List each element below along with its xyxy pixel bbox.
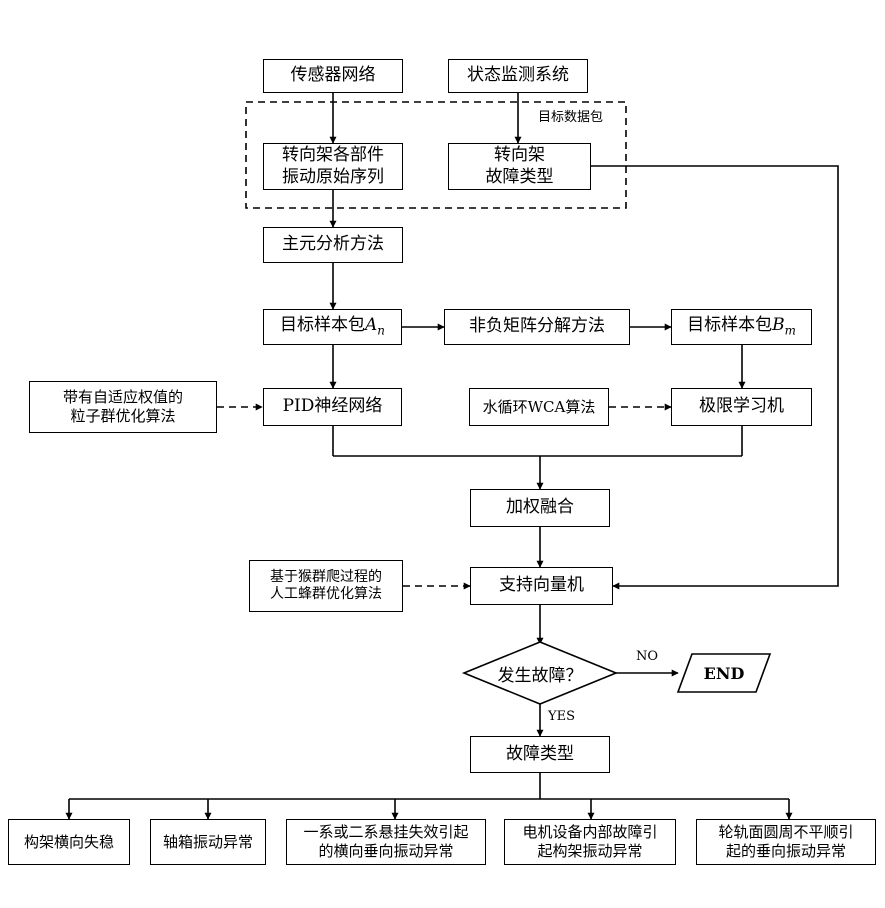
sample-b-label: 目标样本包Bm [687,315,796,338]
outcome-label: 构架横向失稳 [24,833,114,852]
outcome-label-line1: 一系或二系悬挂失效引起 [303,823,468,842]
decision-label: 发生故障？ [474,660,606,686]
sample-a-box: 目标样本包An [263,309,402,345]
outcome-suspension-failure: 一系或二系悬挂失效引起 的横向垂向振动异常 [286,819,486,865]
outcome-label-line2: 的横向垂向振动异常 [318,842,453,861]
outcome-axlebox-vibration: 轴箱振动异常 [150,819,266,865]
outcome-label: 轴箱振动异常 [163,833,253,852]
bogie-vibration-line2: 振动原始序列 [282,167,384,188]
fusion-label: 加权融合 [506,497,574,518]
connector [591,166,838,586]
sample-a-label: 目标样本包An [280,315,385,338]
bogie-vibration-line1: 转向架各部件 [282,145,384,166]
svm-label: 支持向量机 [499,575,584,596]
bogie-fault-type-box: 转向架 故障类型 [448,143,591,190]
outcome-wheel-rail-irregularity: 轮轨面圆周不平顺引 起的垂向振动异常 [696,819,876,865]
svm-box: 支持向量机 [470,567,613,605]
pca-box: 主元分析方法 [263,227,403,263]
nmf-label: 非负矩阵分解方法 [469,316,605,337]
elm-box: 极限学习机 [671,388,812,426]
apso-box: 带有自适应权值的 粒子群优化算法 [29,381,217,433]
nmf-box: 非负矩阵分解方法 [444,309,630,345]
apso-line2: 粒子群优化算法 [70,407,175,426]
apso-line1: 带有自适应权值的 [63,388,183,407]
wca-label: 水循环WCA算法 [483,398,596,417]
sensor-network-box: 传感器网络 [263,59,403,93]
fault-type-box: 故障类型 [470,736,610,773]
bogie-fault-type-line1: 转向架 [494,145,545,166]
outcome-label-line1: 电机设备内部故障引 [522,823,657,842]
monitoring-system-box: 状态监测系统 [448,59,588,93]
outcome-label-line2: 起构架振动异常 [537,842,642,861]
pca-label: 主元分析方法 [282,234,384,255]
pid-nn-label: PID神经网络 [283,396,383,417]
sample-b-box: 目标样本包Bm [671,309,812,345]
outcome-label-line1: 轮轨面圆周不平顺引 [718,823,853,842]
abc-line1: 基于猴群爬过程的 [270,569,382,587]
monitoring-system-label: 状态监测系统 [467,65,569,86]
wca-box: 水循环WCA算法 [469,388,609,426]
fusion-box: 加权融合 [470,489,610,527]
no-label: NO [636,649,658,664]
end-label: END [682,658,766,688]
outcome-motor-fault: 电机设备内部故障引 起构架振动异常 [504,819,676,865]
yes-label: YES [548,709,575,724]
sensor-network-label: 传感器网络 [291,65,376,86]
abc-line2: 人工蜂群优化算法 [270,586,382,604]
outcome-lateral-instability: 构架横向失稳 [8,819,130,865]
outcome-label-line2: 起的垂向振动异常 [726,842,846,861]
pid-nn-box: PID神经网络 [263,388,402,426]
abc-box: 基于猴群爬过程的 人工蜂群优化算法 [249,560,403,612]
elm-label: 极限学习机 [699,396,784,417]
target-packet-label: 目标数据包 [538,106,603,125]
bogie-vibration-box: 转向架各部件 振动原始序列 [263,143,403,190]
fault-type-label: 故障类型 [506,744,574,765]
bogie-fault-type-line2: 故障类型 [486,167,554,188]
